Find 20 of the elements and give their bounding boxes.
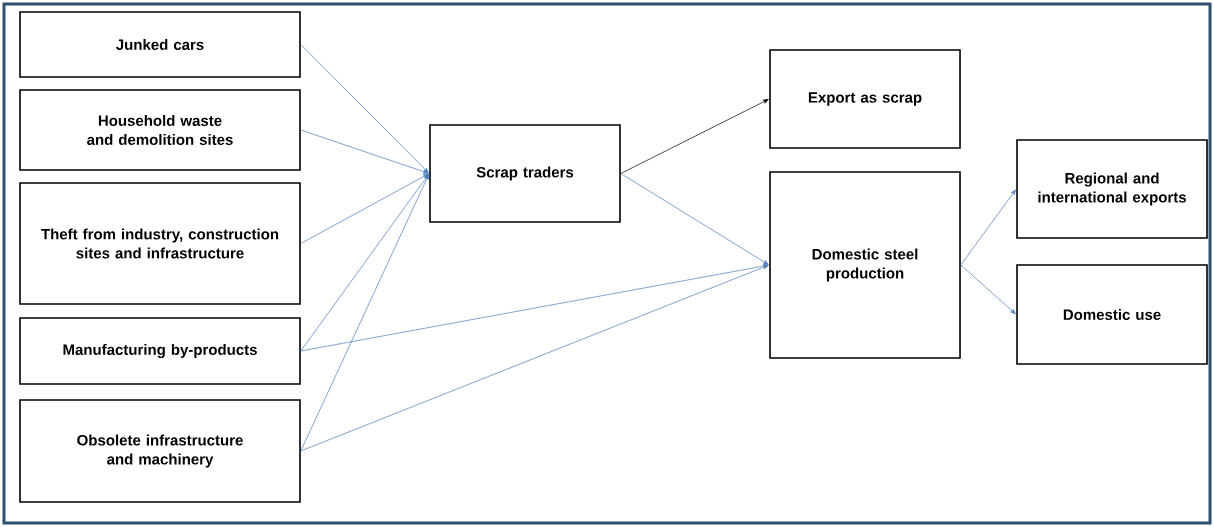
- arrow: [300, 174, 430, 452]
- arrow: [300, 173, 429, 244]
- arrow: [300, 265, 769, 452]
- process-box: Domestic steel production: [769, 171, 961, 359]
- arrow: [960, 189, 1016, 266]
- process-box: Regional and international exports: [1016, 139, 1208, 239]
- arrow: [300, 174, 429, 352]
- process-box: Junked cars: [19, 11, 301, 78]
- arrow: [620, 173, 769, 265]
- process-box: Manufacturing by-products: [19, 317, 301, 385]
- process-box: Theft from industry, construction sites and infrastructure: [19, 182, 301, 305]
- process-box: Obsolete infrastructure and machinery: [19, 399, 301, 503]
- arrow: [300, 44, 429, 174]
- process-box: Household waste and demolition sites: [19, 89, 301, 171]
- process-box: Scrap traders: [429, 124, 621, 223]
- arrow: [300, 129, 429, 174]
- process-box: Domestic use: [1016, 264, 1208, 365]
- process-box: Export as scrap: [769, 49, 961, 149]
- arrow: [960, 264, 1016, 315]
- arrow: [620, 99, 769, 174]
